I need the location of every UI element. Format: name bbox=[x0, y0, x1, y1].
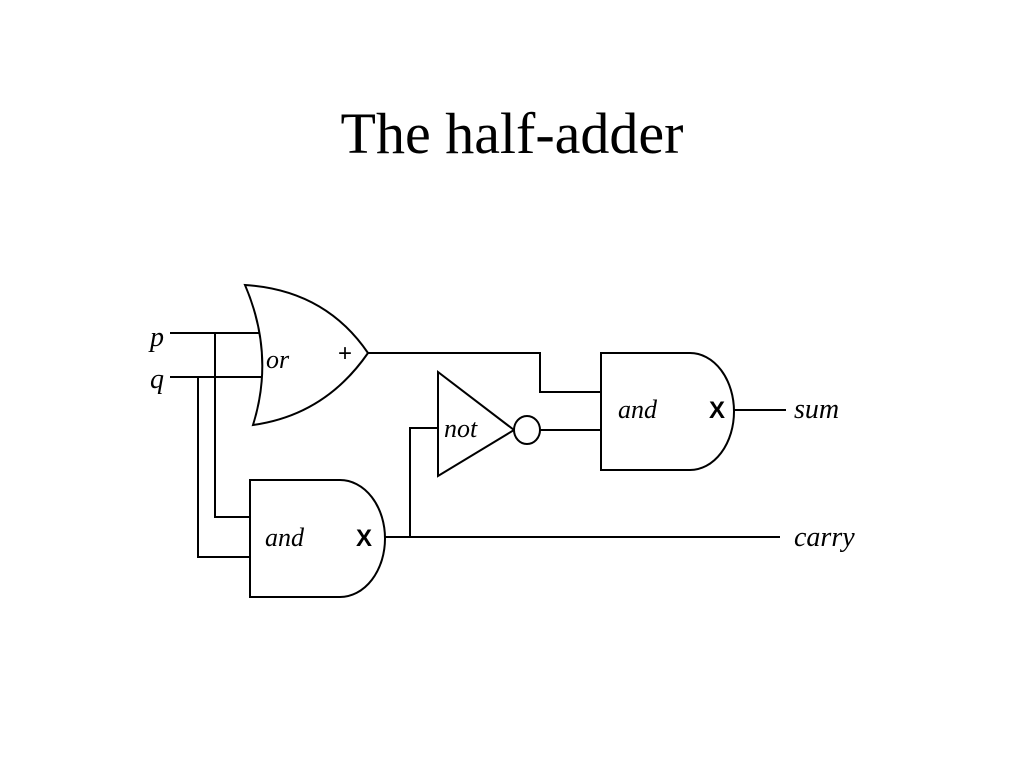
not-gate-bubble bbox=[513, 415, 541, 445]
input-p-label: p bbox=[148, 322, 164, 353]
output-sum-label: sum bbox=[794, 394, 839, 425]
and-sum-gate-label: and bbox=[618, 395, 658, 424]
page-title: The half-adder bbox=[340, 101, 684, 166]
and-carry-gate-label: and bbox=[265, 523, 305, 552]
wire-carry-to-not bbox=[409, 427, 438, 537]
and-sum-gate-symbol: X bbox=[709, 397, 725, 424]
not-gate bbox=[437, 369, 516, 478]
and-carry-gate-symbol: X bbox=[356, 525, 372, 552]
output-carry-label: carry bbox=[794, 522, 855, 553]
input-q-label: q bbox=[150, 364, 164, 395]
wire-or-to-and-sum bbox=[368, 352, 601, 393]
wire-q-to-and-carry bbox=[197, 377, 250, 558]
not-gate-label: not bbox=[444, 414, 478, 443]
or-gate bbox=[243, 283, 370, 427]
or-gate-symbol: + bbox=[338, 340, 352, 367]
and-sum-gate bbox=[600, 352, 735, 471]
and-carry-gate bbox=[249, 479, 386, 598]
or-gate-label: or bbox=[266, 345, 290, 374]
wire-p-to-and-carry bbox=[214, 333, 250, 518]
